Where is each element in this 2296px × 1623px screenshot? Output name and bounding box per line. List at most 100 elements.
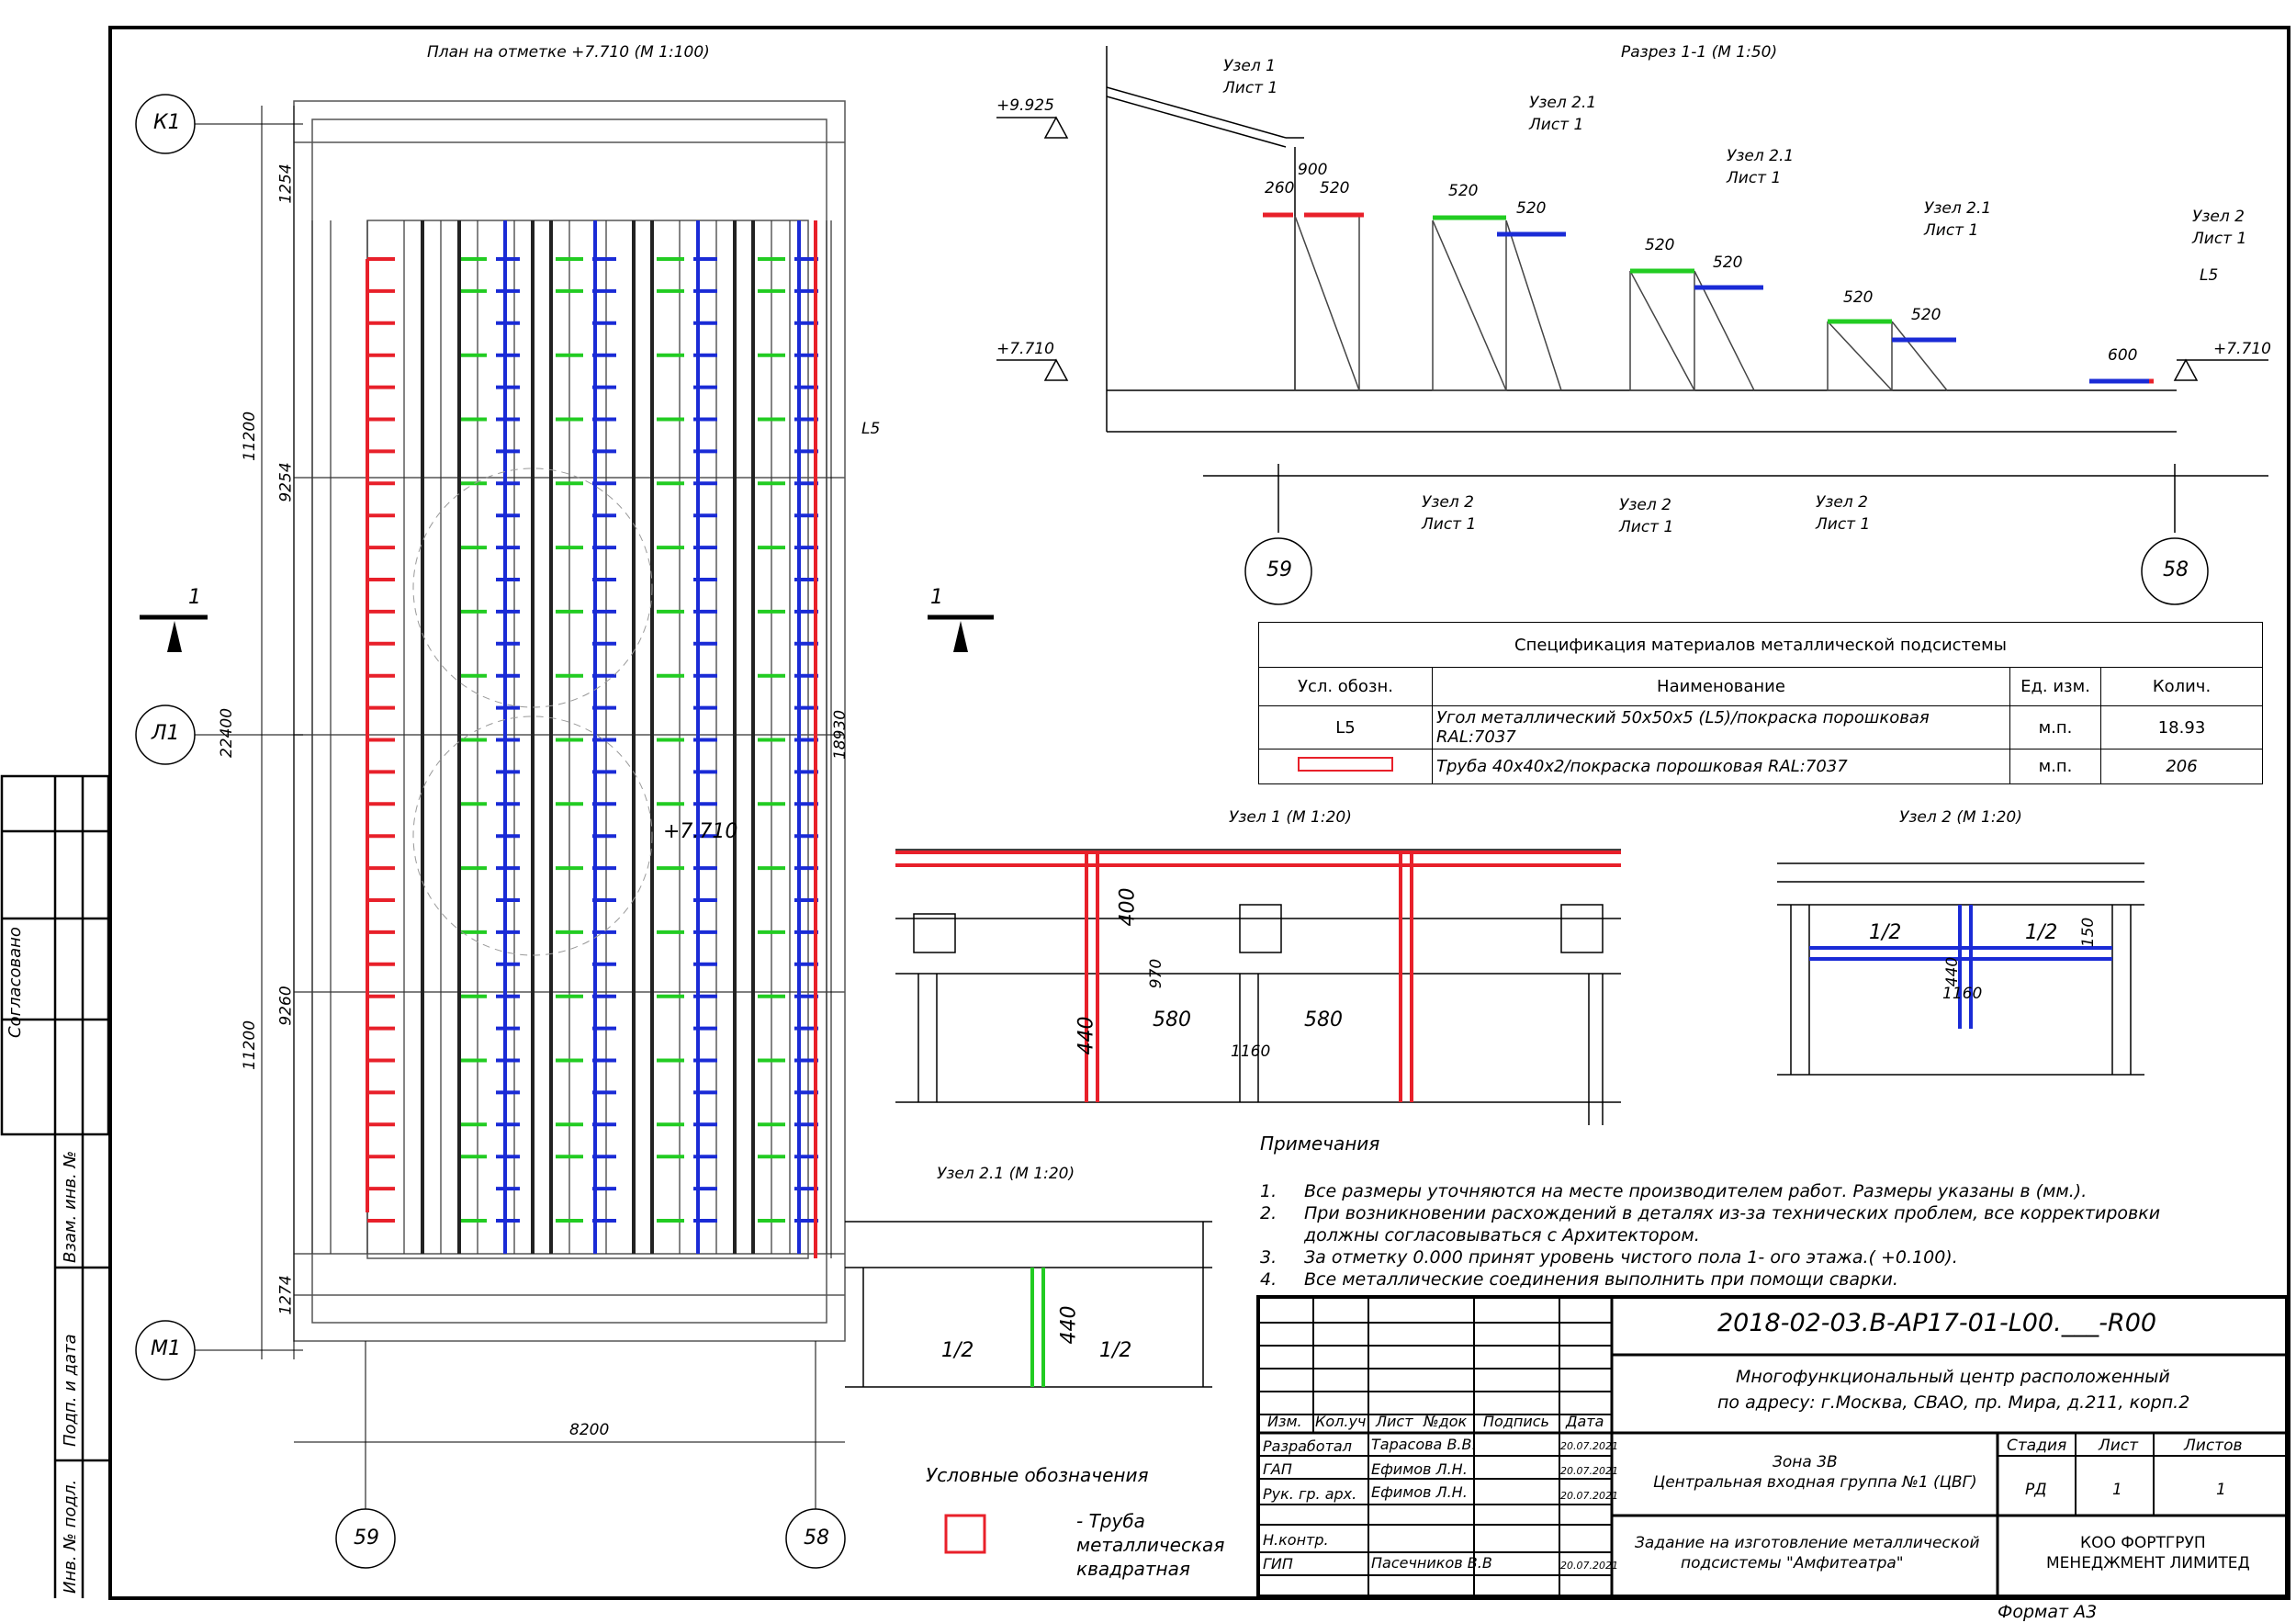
node2-title: Узел 2 (М 1:20) xyxy=(1899,808,2022,827)
section-dim-900: 900 xyxy=(1298,161,1328,179)
spec-row2-mark xyxy=(1258,749,1433,784)
section-view xyxy=(996,46,2268,605)
stamp-date-2: 20.07.2021 xyxy=(1560,1490,1618,1502)
section-l5: L5 xyxy=(2200,266,2219,285)
stamp-stage-h: Стадия xyxy=(2007,1437,2067,1455)
section-axis-58-label: 58 xyxy=(2163,558,2189,581)
stamp-name-0: Тарасова В.В. xyxy=(1371,1436,1477,1453)
spec-row1-name: Угол металлический 50х50х5 (L5)/покраска… xyxy=(1432,705,2010,750)
note-item: 3.За отметку 0.000 принят уровень чистог… xyxy=(1260,1247,1958,1268)
stamp-company1: КОО ФОРТГРУП xyxy=(2080,1534,2206,1552)
stamp-object2: по адресу: г.Москва, СВАО, пр. Мира, д.2… xyxy=(1717,1392,2190,1413)
node1-dim-580a: 580 xyxy=(1153,1009,1191,1031)
node21-detail xyxy=(845,1221,1212,1388)
stamp-role-4: ГИП xyxy=(1263,1555,1293,1572)
stamp-role-3: Н.контр. xyxy=(1263,1531,1329,1549)
sidebar-sign-date: Подп. и дата xyxy=(61,1334,80,1447)
stamp-stage: РД xyxy=(2025,1481,2047,1499)
stamp-role-2: Рук. гр. арх. xyxy=(1263,1485,1357,1503)
dim-bottom: 8200 xyxy=(569,1421,610,1439)
axis-k1-label: К1 xyxy=(153,111,181,134)
stamp-task1: Задание на изготовление металлической xyxy=(1635,1534,1980,1552)
section-dim-520d: 520 xyxy=(1645,236,1675,254)
section-axis-59 xyxy=(1244,537,1312,605)
section-dim-520c: 520 xyxy=(1516,199,1547,218)
dim-inner-2: 9254 xyxy=(276,462,296,502)
section-dim-520e: 520 xyxy=(1713,254,1743,272)
section-dim-520f: 520 xyxy=(1843,288,1874,307)
section-dim-600: 600 xyxy=(2108,346,2138,365)
spec-row2-name: Труба 40х40х2/покраска порошковая RAL:70… xyxy=(1432,749,2010,784)
section-mark-right: 1 xyxy=(930,586,943,609)
node1-dim-1160: 1160 xyxy=(1231,1043,1271,1061)
section-elev-left: +7.710 xyxy=(996,340,1054,358)
node1-title: Узел 1 (М 1:20) xyxy=(1229,808,1352,827)
spec-row1-mark: L5 xyxy=(1258,705,1433,750)
sidebar-inv-sub: Взам. инв. № xyxy=(61,1151,80,1263)
sheet-frame xyxy=(108,26,2290,1600)
stamp-date-1: 20.07.2021 xyxy=(1560,1465,1618,1477)
sidebar-inv-orig: Инв. № подл. xyxy=(61,1480,80,1594)
stamp-role-1: ГАП xyxy=(1263,1460,1292,1478)
section-dim-520a: 520 xyxy=(1320,179,1350,197)
axis-58-label: 58 xyxy=(804,1527,829,1550)
node21-dim-440: 440 xyxy=(1057,1305,1081,1345)
axis-m1-label: М1 xyxy=(151,1337,181,1360)
stamp-format: Формат А3 xyxy=(1998,1602,2098,1622)
plan-l5: L5 xyxy=(861,420,881,438)
spec-head-qty: Колич. xyxy=(2100,667,2263,706)
stamp-h-list: Лист xyxy=(1376,1413,1413,1430)
note-item: 2.При возникновении расхождений в деталя… xyxy=(1260,1203,2161,1245)
note-item: 4.Все металлические соединения выполнить… xyxy=(1260,1269,1898,1290)
stamp-zone2: Центральная входная группа №1 (ЦВГ) xyxy=(1653,1473,1977,1492)
node2-dim-150: 150 xyxy=(2079,917,2099,948)
stamp-date-0: 20.07.2021 xyxy=(1560,1440,1618,1452)
node21-dim-half-b: 1/2 xyxy=(1099,1339,1132,1362)
stamp-h-doc: №док xyxy=(1424,1413,1468,1430)
section-elev-right: +7.710 xyxy=(2213,340,2271,358)
stamp-sheet: 1 xyxy=(2112,1481,2122,1499)
dim-outer-2: 22400 xyxy=(218,707,237,759)
sidebar-strip xyxy=(0,774,110,1598)
stamp-zone1: Зона 3В xyxy=(1773,1453,1838,1471)
section-dim-260: 260 xyxy=(1265,179,1295,197)
notes-heading: Примечания xyxy=(1260,1133,1380,1155)
section-dim-520g: 520 xyxy=(1911,306,1941,324)
dim-inner-3: 9260 xyxy=(276,986,296,1026)
stamp-name-4: Пасечников В.В xyxy=(1371,1554,1492,1572)
stamp-sheets: 1 xyxy=(2216,1481,2226,1499)
spec-title: Спецификация материалов металлической по… xyxy=(1258,622,2263,668)
note-item: 1.Все размеры уточняются на месте произв… xyxy=(1260,1181,2088,1201)
stamp-name-1: Ефимов Л.Н. xyxy=(1371,1460,1468,1478)
notes-block: Примечания 1.Все размеры уточняются на м… xyxy=(1260,1133,2215,1291)
spec-row2-qty: 206 xyxy=(2100,749,2263,784)
node2-dim-half-b: 1/2 xyxy=(2025,921,2058,944)
legend-swatch xyxy=(944,1514,986,1554)
section-dim-520b: 520 xyxy=(1448,182,1479,200)
stamp-sheets-h: Листов xyxy=(2184,1437,2243,1455)
dim-inner-4: 1274 xyxy=(276,1275,296,1315)
node1-dim-400: 400 xyxy=(1116,887,1140,927)
dim-outer-1: 11200 xyxy=(241,411,260,462)
stamp-object1: Многофункциональный центр расположенный xyxy=(1736,1367,2170,1387)
dim-inner-1: 1254 xyxy=(276,163,296,204)
spec-row1-qty: 18.93 xyxy=(2100,705,2263,750)
node1-dim-970: 970 xyxy=(1147,958,1166,989)
stamp-date-4: 20.07.2021 xyxy=(1560,1560,1618,1572)
section-axis-58 xyxy=(2141,537,2209,605)
legend-heading: Условные обозначения xyxy=(926,1464,1149,1486)
stamp-h-kol: Кол.уч xyxy=(1315,1413,1367,1430)
spec-head-unit: Ед. изм. xyxy=(2009,667,2101,706)
node21-title: Узел 2.1 (М 1:20) xyxy=(937,1165,1075,1183)
stamp-sheet-h: Лист xyxy=(2099,1437,2139,1455)
plan-title: План на отметке +7.710 (М 1:100) xyxy=(427,43,710,62)
plan-view xyxy=(135,94,994,1569)
node1-dim-580b: 580 xyxy=(1304,1009,1343,1031)
